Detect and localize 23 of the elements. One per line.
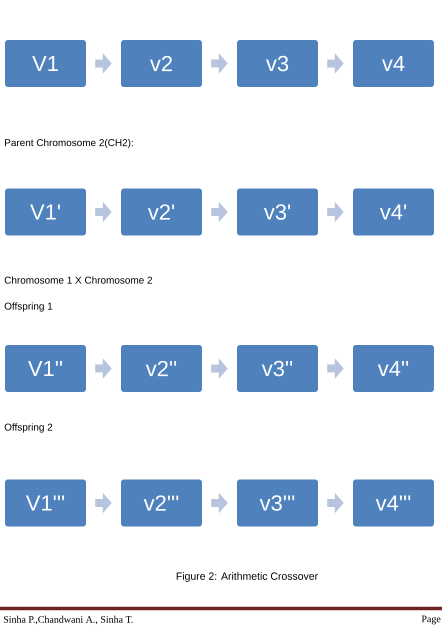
gene-box: v2 bbox=[121, 40, 202, 87]
gene-box: V1'' bbox=[5, 345, 86, 392]
gene-box: V1 bbox=[5, 40, 86, 87]
gene-box: v2'' bbox=[121, 345, 202, 392]
row-heading: Chromosome 1 X Chromosome 2 bbox=[4, 276, 152, 284]
gene-box: v3''' bbox=[237, 480, 318, 526]
row-heading: Offspring 1 bbox=[4, 302, 52, 312]
gene-box: V1' bbox=[5, 188, 86, 236]
row-heading: Offspring 2 bbox=[4, 423, 52, 433]
gene-box: v4 bbox=[353, 40, 434, 87]
gene-box: v3'' bbox=[237, 345, 318, 392]
footer-text: Sinha P.,Chandwani A., Sinha T. bbox=[4, 616, 133, 624]
gene-box: v4' bbox=[353, 188, 434, 236]
figure-caption: Figure 2: Arithmetic Crossover bbox=[176, 572, 318, 582]
page-label: Page bbox=[422, 616, 440, 624]
gene-box: v4''' bbox=[353, 480, 434, 526]
gene-box: v2''' bbox=[121, 480, 202, 526]
gene-box: v2' bbox=[121, 188, 202, 236]
gene-box: V1''' bbox=[5, 480, 86, 526]
row-heading: Parent Chromosome 2(CH2): bbox=[5, 138, 133, 148]
gene-box: v3' bbox=[237, 188, 318, 236]
gene-box: v3 bbox=[237, 40, 318, 87]
gene-box: v4'' bbox=[353, 345, 434, 392]
